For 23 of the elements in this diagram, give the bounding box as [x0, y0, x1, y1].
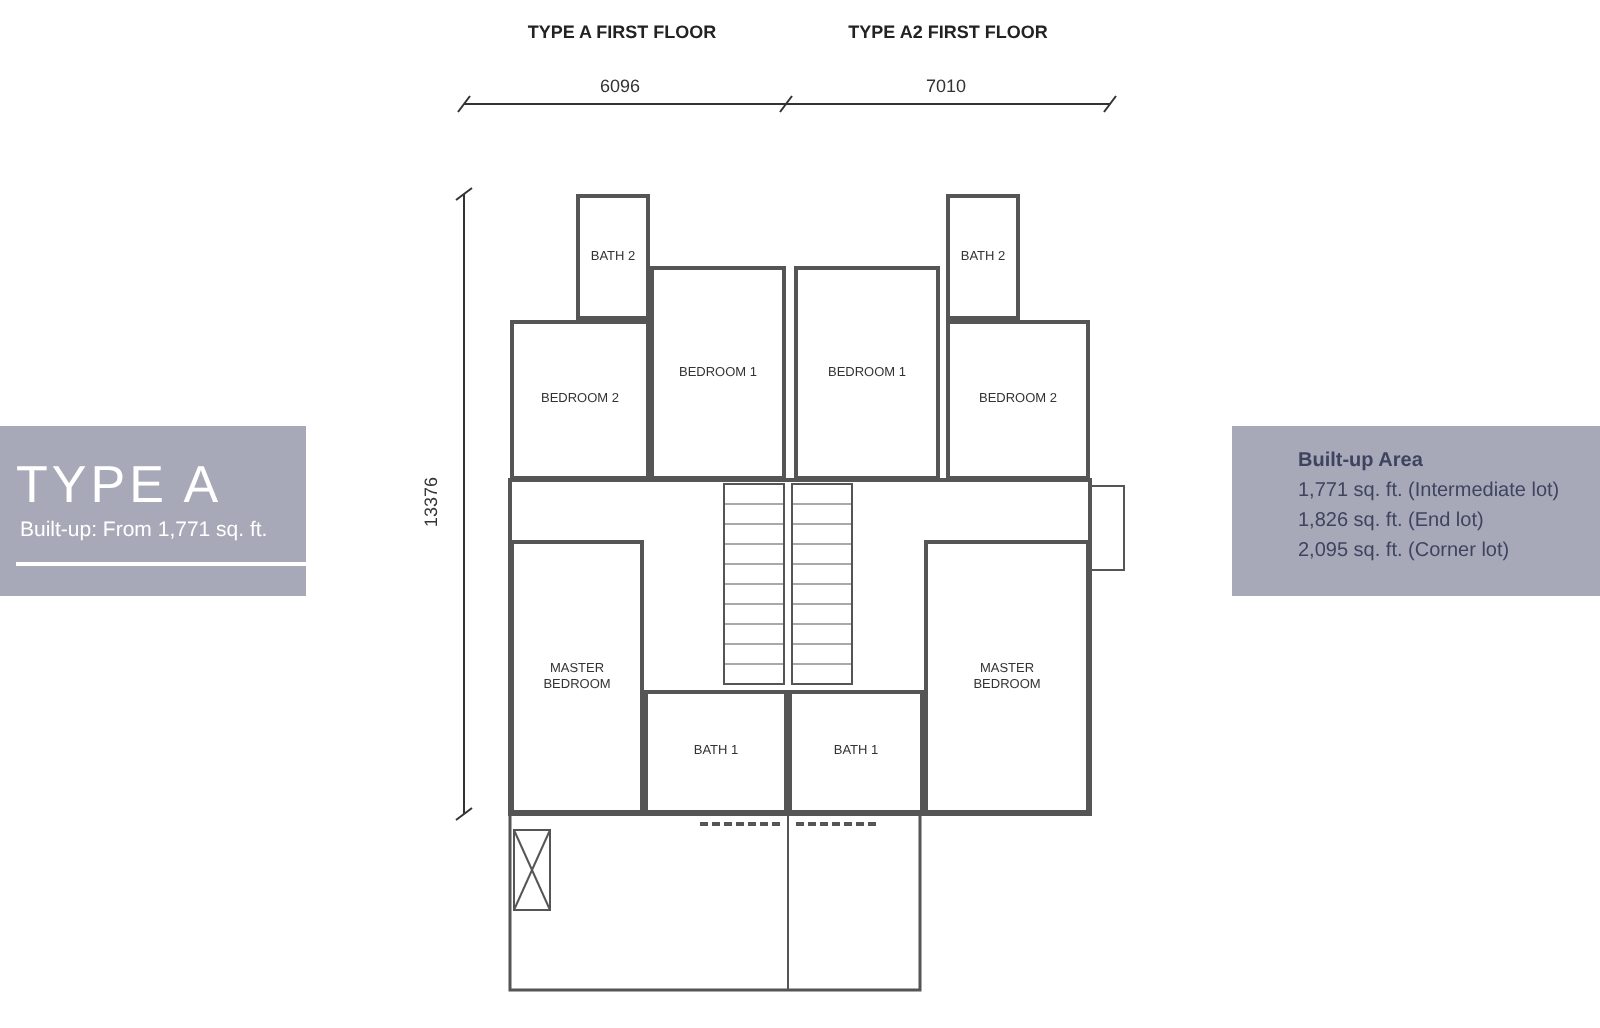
info-panel: [1232, 426, 1600, 596]
room-outline: [946, 320, 1090, 480]
panel-text: 1,771 sq. ft. (Intermediate lot): [1298, 480, 1560, 502]
room-outline: [644, 690, 788, 814]
panel-text: 2,095 sq. ft. (Corner lot): [1298, 540, 1510, 562]
info-panel: [0, 426, 306, 596]
floor-heading: TYPE A2 FIRST FLOOR: [846, 20, 1050, 45]
panel-text: Built-up: From 1,771 sq. ft.: [20, 518, 268, 542]
floor-heading: TYPE A FIRST FLOOR: [525, 20, 719, 45]
room-outline: [650, 266, 786, 480]
dimension-label: 7010: [926, 76, 967, 96]
panel-heading: Built-up Area: [1298, 450, 1423, 472]
room-outline: [924, 540, 1090, 814]
room-outline: [946, 194, 1020, 320]
room-outline: [510, 320, 650, 480]
room-outline: [788, 690, 924, 814]
panel-text: 1,826 sq. ft. (End lot): [1298, 510, 1484, 532]
room-outline: [794, 266, 940, 480]
room-outline: [576, 194, 650, 320]
dimension-label: 6096: [600, 76, 641, 96]
room-outline: [510, 540, 644, 814]
dimension-label: 13376: [421, 476, 442, 528]
panel-heading: TYPE A: [16, 454, 223, 516]
